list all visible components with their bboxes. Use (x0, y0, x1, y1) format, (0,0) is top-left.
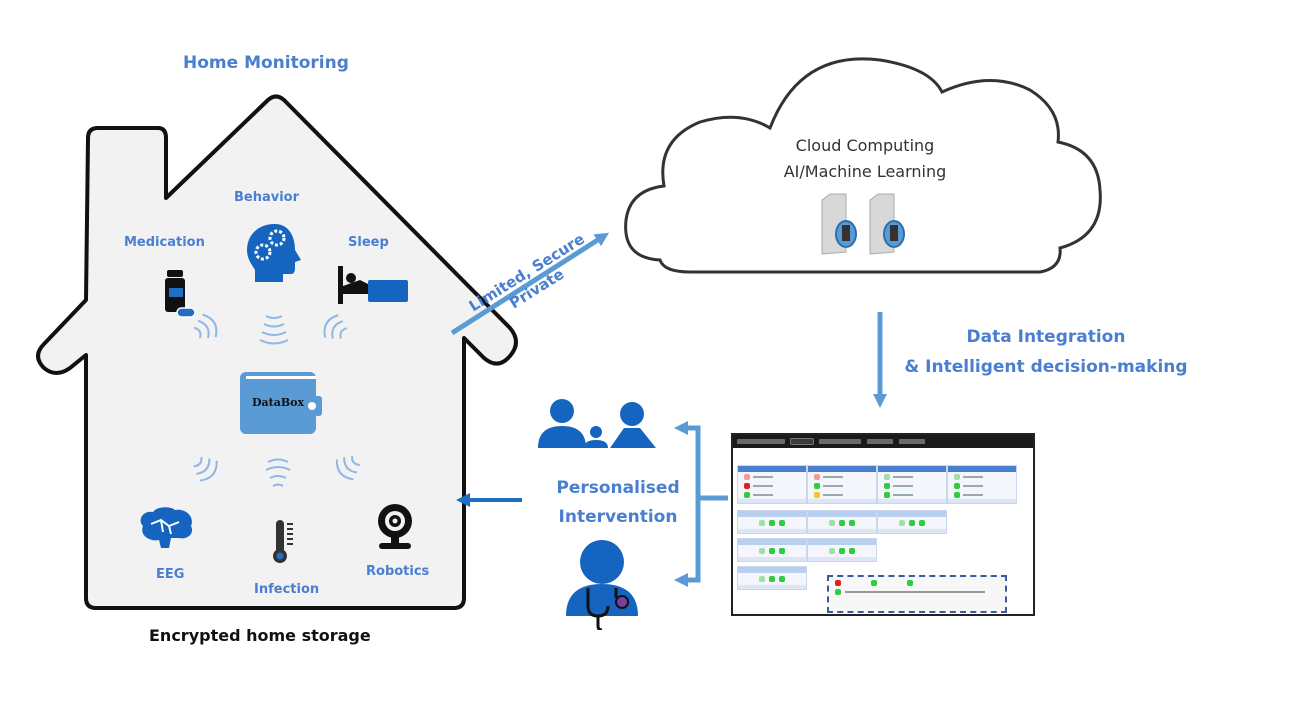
bracket-connector-lower (674, 498, 701, 587)
arrow-to-cloud (450, 232, 610, 336)
dashboard-screenshot (731, 433, 1035, 616)
doctor-icon (566, 540, 638, 630)
alert-detail-popup (827, 575, 1007, 613)
sensor-label-robotics: Robotics (366, 564, 430, 579)
databox-label: DataBox (252, 396, 305, 409)
brain-icon (140, 507, 193, 548)
patient-card (877, 465, 947, 504)
patient-card (807, 465, 877, 504)
patient-card (947, 465, 1017, 504)
bed-icon (338, 266, 408, 304)
sensor-label-sleep: Sleep (348, 235, 389, 250)
integration-line2: & Intelligent decision-making (904, 357, 1188, 377)
thermometer-icon (273, 520, 293, 563)
sensor-label-eeg: EEG (156, 567, 185, 582)
cloud-label: Cloud Computing AI/Machine Learning (780, 133, 950, 185)
intervention-line1: Personalised (556, 478, 680, 498)
dashboard-tab (819, 439, 861, 444)
intervention-label: Personalised Intervention (548, 474, 688, 532)
patient-card-compact (877, 510, 947, 534)
patient-card-compact (737, 510, 807, 534)
cloud-line2: AI/Machine Learning (783, 162, 947, 181)
family-icon (538, 399, 656, 448)
bracket-connector (674, 421, 728, 501)
dashboard-navbar (733, 435, 1033, 448)
signal-waves (193, 313, 360, 487)
dashboard-tab (899, 439, 925, 444)
patient-card-compact (807, 538, 877, 562)
patient-card-compact (737, 538, 807, 562)
patient-card-compact (807, 510, 877, 534)
sensor-label-behavior: Behavior (234, 190, 300, 205)
dashboard-brand (737, 439, 785, 444)
head-gears-icon (247, 224, 301, 282)
cloud-line1: Cloud Computing (795, 136, 935, 155)
house-outline (36, 94, 518, 610)
patient-card (737, 465, 807, 504)
intervention-line2: Intervention (558, 507, 678, 527)
server-unit (821, 193, 857, 255)
wallet-icon (240, 372, 322, 434)
sensor-label-medication: Medication (124, 235, 205, 250)
sensor-label-infection: Infection (254, 582, 320, 597)
cloud-outline (624, 57, 1102, 274)
patient-card-compact (737, 566, 807, 590)
dashboard-tab (790, 438, 814, 445)
server-icon (821, 193, 905, 255)
server-unit (869, 193, 905, 255)
dashboard-tab (867, 439, 893, 444)
databox-hub: DataBox (240, 372, 324, 434)
home-monitoring-title: Home Monitoring (183, 53, 349, 73)
home-storage-caption: Encrypted home storage (149, 626, 371, 645)
integration-line1: Data Integration (966, 327, 1126, 347)
integration-label: Data Integration & Intelligent decision-… (896, 322, 1196, 382)
webcam-icon (378, 504, 412, 549)
medication-bottle-icon (165, 270, 196, 318)
